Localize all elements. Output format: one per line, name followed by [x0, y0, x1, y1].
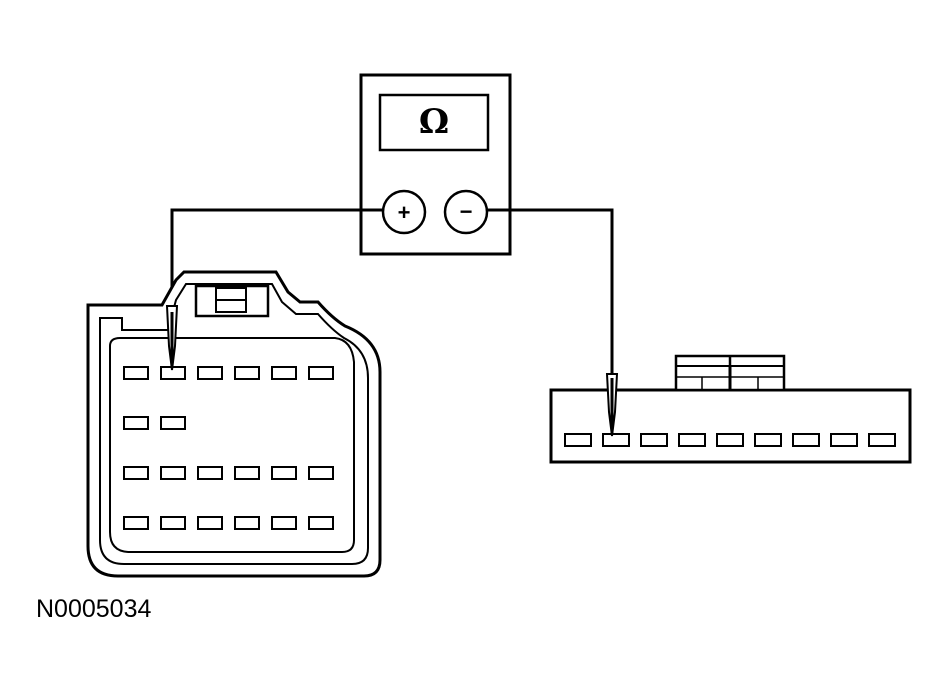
negative-terminal	[443, 189, 489, 235]
right-connector-latch	[674, 354, 786, 392]
left-connector-pin	[160, 416, 186, 430]
left-connector-pin	[234, 516, 260, 530]
right-connector-pin	[564, 433, 592, 447]
right-connector-pin	[830, 433, 858, 447]
left-connector-cavity	[109, 337, 355, 553]
ohm-symbol: Ω	[419, 102, 449, 142]
right-connector-pin	[678, 433, 706, 447]
left-connector-pin	[197, 516, 223, 530]
left-connector-pin	[197, 366, 223, 380]
left-connector-pin	[123, 416, 149, 430]
left-connector-pin	[271, 366, 297, 380]
left-connector-pin	[197, 466, 223, 480]
positive-probe	[165, 305, 179, 371]
left-connector-pin	[123, 516, 149, 530]
right-connector-pin	[868, 433, 896, 447]
negative-test-lead	[487, 208, 614, 378]
positive-terminal-label: +	[398, 200, 411, 225]
right-connector-pins	[564, 433, 896, 447]
left-connector-pin	[271, 466, 297, 480]
left-connector-pin	[308, 516, 334, 530]
left-connector-pin	[308, 366, 334, 380]
right-connector-pin	[754, 433, 782, 447]
left-connector-pin	[160, 516, 186, 530]
right-connector-pin	[792, 433, 820, 447]
right-connector-pin	[640, 433, 668, 447]
negative-terminal-label: −	[460, 199, 473, 224]
right-connector	[549, 354, 912, 464]
left-connector-pin	[123, 466, 149, 480]
left-connector-pins	[123, 366, 334, 530]
right-connector-pin	[716, 433, 744, 447]
left-connector-pin	[160, 466, 186, 480]
right-connector-pin	[602, 433, 630, 447]
right-connector-body	[549, 388, 912, 464]
left-connector-latch	[194, 284, 270, 318]
figure-id: N0005034	[36, 595, 151, 623]
left-connector-pin	[123, 366, 149, 380]
positive-terminal	[381, 189, 427, 235]
positive-test-lead	[170, 208, 383, 312]
left-connector-pin	[234, 366, 260, 380]
left-connector-pin	[234, 466, 260, 480]
ohmmeter-display	[378, 93, 490, 152]
left-connector	[86, 270, 382, 578]
ohmmeter: Ω + −	[359, 73, 512, 256]
left-connector-pin	[271, 516, 297, 530]
negative-probe	[605, 373, 619, 437]
left-connector-pin	[308, 466, 334, 480]
